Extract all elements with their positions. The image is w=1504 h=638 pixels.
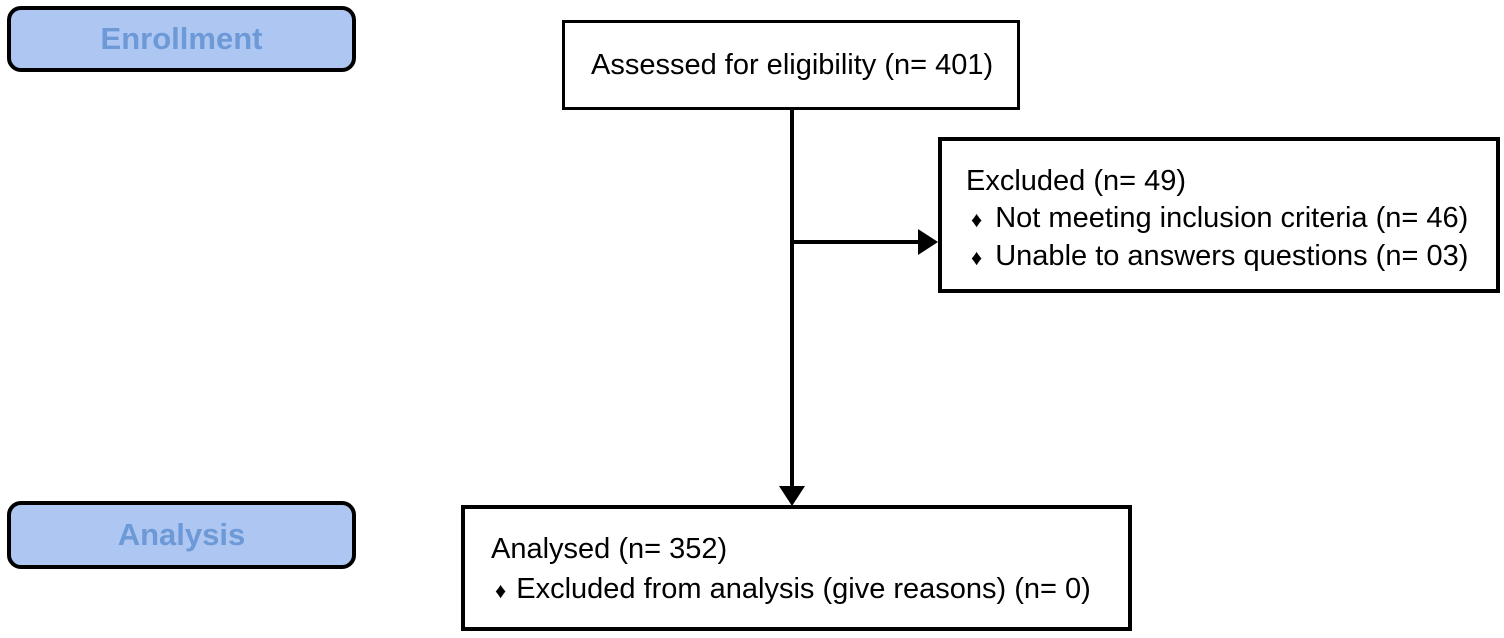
analysed-box: Analysed (n= 352) ♦ Excluded from analys… [461,505,1132,631]
excluded-box: Excluded (n= 49) ♦ Not meeting inclusion… [938,137,1500,293]
analysed-title: Analysed (n= 352) [491,533,728,565]
arrowhead-down-icon [779,486,805,506]
assessed-eligibility-text: Assessed for eligibility (n= 401) [591,48,994,81]
diamond-bullet-icon: ♦ [971,245,983,270]
branch-connector-line [792,240,920,244]
excluded-item-row: ♦ Unable to answers questions (n= 03) [966,238,1488,276]
excluded-item-text: Unable to answers questions (n= 03) [995,240,1469,272]
excluded-title: Excluded (n= 49) [966,165,1187,197]
stage-label-enrollment: Enrollment [100,21,263,56]
diamond-bullet-icon: ♦ [971,207,983,232]
excluded-item-text: Not meeting inclusion criteria (n= 46) [995,202,1469,234]
assessed-eligibility-box: Assessed for eligibility (n= 401) [562,20,1020,110]
analysed-item-row: ♦ Excluded from analysis (give reasons) … [491,569,1120,611]
stage-box-analysis: Analysis [7,501,356,569]
vertical-connector-line [790,110,794,488]
arrowhead-right-icon [918,229,938,255]
excluded-item-row: ♦ Not meeting inclusion criteria (n= 46) [966,200,1488,238]
diamond-bullet-icon: ♦ [495,578,507,603]
stage-box-enrollment: Enrollment [7,6,356,72]
stage-label-analysis: Analysis [117,517,246,552]
analysed-item-text: Excluded from analysis (give reasons) (n… [516,573,1091,605]
